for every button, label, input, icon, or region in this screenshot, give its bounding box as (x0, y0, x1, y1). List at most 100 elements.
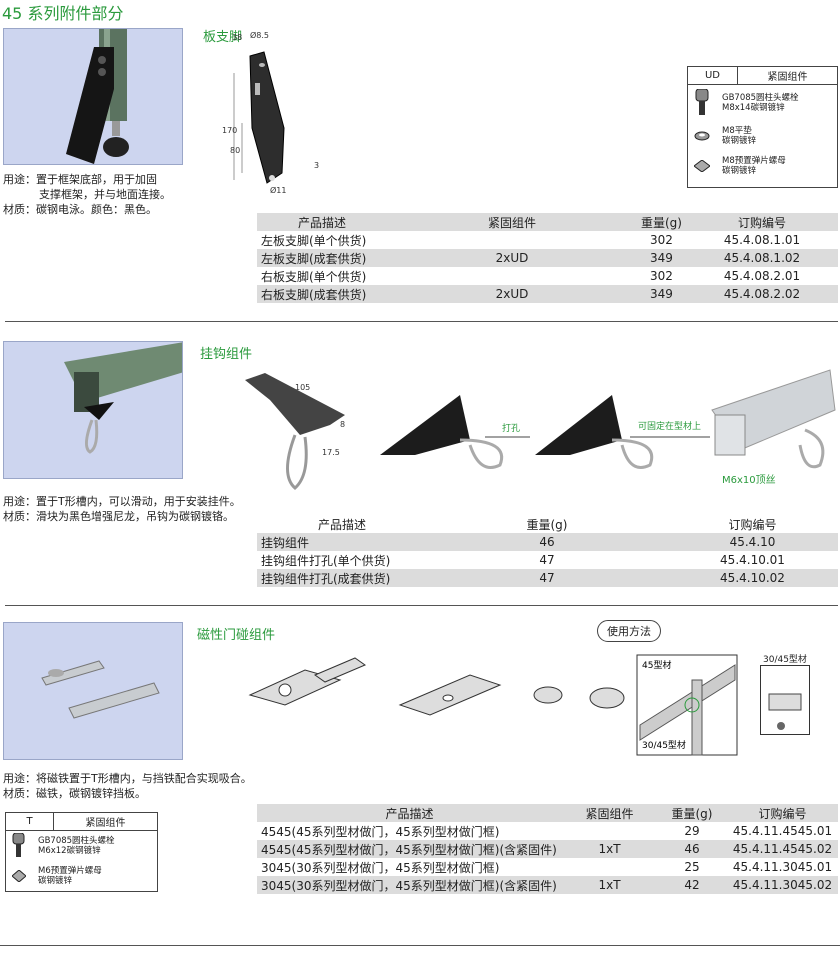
hook-photo (3, 341, 183, 479)
text-cell: 支撑框架，并与地面连接。 (39, 188, 171, 201)
text-cell: 45.4.08.2.01 (723, 269, 801, 283)
spring-nut-icon (12, 870, 26, 882)
fastener-line: M8预置弹片螺母 (722, 156, 786, 166)
magnet-drawings: 45型材 30/45型材 (248, 654, 738, 756)
magnet-photo (3, 622, 183, 760)
text-cell: 45.4.10.01 (720, 553, 785, 567)
text-cell: 4545(45系列型材做门，45系列型材做门框)(含紧固件) (257, 840, 562, 858)
foot-bracket-drawing: 38 Ø8.5 170 80 3 Ø11 (222, 30, 319, 195)
spring-nut-icon (694, 160, 710, 172)
fastener-line: GB7085圆柱头螺栓 (722, 93, 799, 103)
foot-bracket-photo (3, 28, 183, 165)
hook-drawings: 105 8 17.5 打孔 可固定在型材上 M6x10顶丝 (245, 369, 836, 490)
fastener-line: M8平垫 (722, 126, 752, 136)
text-cell: 3045(30系列型材做门，45系列型材做门框) (261, 860, 500, 875)
table-row: 4545(45系列型材做门，45系列型材做门框) 29 45.4.11.4545.0… (257, 822, 838, 840)
text-cell: 45.4.11.3045.01 (732, 860, 833, 874)
text-cell (387, 267, 637, 285)
fastener-line: M8x14碳钢镀锌 (722, 103, 785, 113)
divider (0, 945, 840, 946)
dim-label: 105 (295, 383, 310, 392)
text-cell: 置于T形槽内，可以滑动，用于安装挂件。 (36, 495, 241, 508)
dim-label: Ø11 (270, 185, 286, 195)
cap-screw-icon (695, 89, 709, 115)
text-cell: 302 (650, 233, 673, 247)
text-cell: 4545(45系列型材做门，45系列型材做门框) (261, 824, 500, 839)
text-cell: 订购编号 (728, 517, 777, 532)
profile-label: 30/45型材 (642, 739, 686, 751)
text-cell: 302 (650, 269, 673, 283)
fastener-code: T (6, 813, 54, 830)
divider (5, 321, 838, 322)
text-cell: 产品描述 (317, 517, 366, 532)
dim-label: 38 (232, 33, 242, 42)
fastener-line: GB7085圆柱头螺栓 (38, 836, 115, 846)
washer-icon (694, 131, 710, 141)
table-row: 挂钩组件打孔(单个供货) 47 45.4.10.01 (257, 551, 838, 569)
text-cell: 碳钢电泳。颜色：黑色。 (36, 203, 157, 216)
text-cell: 349 (637, 249, 686, 267)
text-cell: 材质： (3, 510, 36, 523)
text-cell: 45.4.10.02 (667, 569, 838, 587)
dim-label: 170 (222, 126, 237, 135)
divider (5, 605, 838, 606)
text-cell: 1xT (562, 840, 657, 858)
text-cell: 紧固组件 (387, 213, 637, 231)
text-cell: 右板支脚(单个供货) (261, 269, 367, 284)
fastener-line: M6预置弹片螺母 (38, 866, 102, 876)
text-cell: 46 (427, 533, 667, 551)
text-cell: 重量(g) (637, 213, 686, 231)
page-title: 45 系列附件部分 (2, 4, 124, 23)
product-table: 产品描述紧固组件重量(g)订购编号 4545(45系列型材做门，45系列型材做门… (257, 804, 838, 894)
text-cell: 挂钩组件打孔(单个供货) (261, 553, 391, 568)
text-cell: 47 (539, 553, 555, 567)
section-title: 挂钩组件 (200, 347, 253, 362)
text-cell: 滑块为黑色增强尼龙，吊钩为碳钢镀铬。 (36, 510, 234, 523)
text-cell: 将磁铁置于T形槽内，与挡铁配合实现吸合。 (36, 772, 252, 785)
text-cell: 挂钩组件打孔(成套供货) (257, 569, 427, 587)
text-cell: 右板支脚(成套供货) (257, 285, 387, 303)
cap-screw-icon (12, 833, 25, 857)
text-cell: 45.4.10 (667, 533, 838, 551)
text-cell: 挂钩组件 (257, 533, 427, 551)
profile-detail-box: 30/45型材 (760, 655, 810, 735)
text-cell: 1xT (562, 876, 657, 894)
text-cell: 产品描述 (257, 213, 387, 231)
text-cell: 产品描述 (257, 804, 562, 822)
text-cell: 45.4.08.1.01 (723, 233, 801, 247)
text-cell: 47 (427, 569, 667, 587)
section-title: 磁性门碰组件 (197, 628, 276, 643)
table-row: 右板支脚(单个供货) 302 45.4.08.2.01 (257, 267, 838, 285)
text-cell: 45.4.11.4545.01 (732, 824, 833, 838)
screw-note: M6x10顶丝 (722, 474, 776, 486)
text-cell: 45.4.11.4545.02 (727, 840, 838, 858)
text-cell: 材质： (3, 787, 36, 800)
text-cell: 用途： (3, 495, 36, 508)
profile-label: 30/45型材 (763, 655, 807, 665)
text-cell: 重量(g) (526, 517, 568, 532)
text-cell: 29 (684, 824, 700, 838)
section-title: 板支脚 (203, 30, 243, 45)
text-cell: 42 (657, 876, 727, 894)
text-cell: 2xUD (387, 249, 637, 267)
usage-text: 用途：置于T形槽内，可以滑动，用于安装挂件。 材质：滑块为黑色增强尼龙，吊钩为碳… (3, 494, 241, 524)
text-cell (387, 231, 637, 249)
text-cell: 订购编号 (685, 213, 838, 231)
usage-bubble: 使用方法 (597, 620, 661, 642)
fastener-line: 碳钢镀锌 (38, 876, 73, 886)
fastener-header: 紧固组件 (767, 72, 808, 83)
text-cell: 材质： (3, 203, 36, 216)
text-cell: 左板支脚(成套供货) (257, 249, 387, 267)
text-cell: 订购编号 (727, 804, 838, 822)
fastener-line: 碳钢镀锌 (722, 166, 757, 176)
fastener-item: M6预置弹片螺母碳钢镀锌 (6, 861, 157, 891)
